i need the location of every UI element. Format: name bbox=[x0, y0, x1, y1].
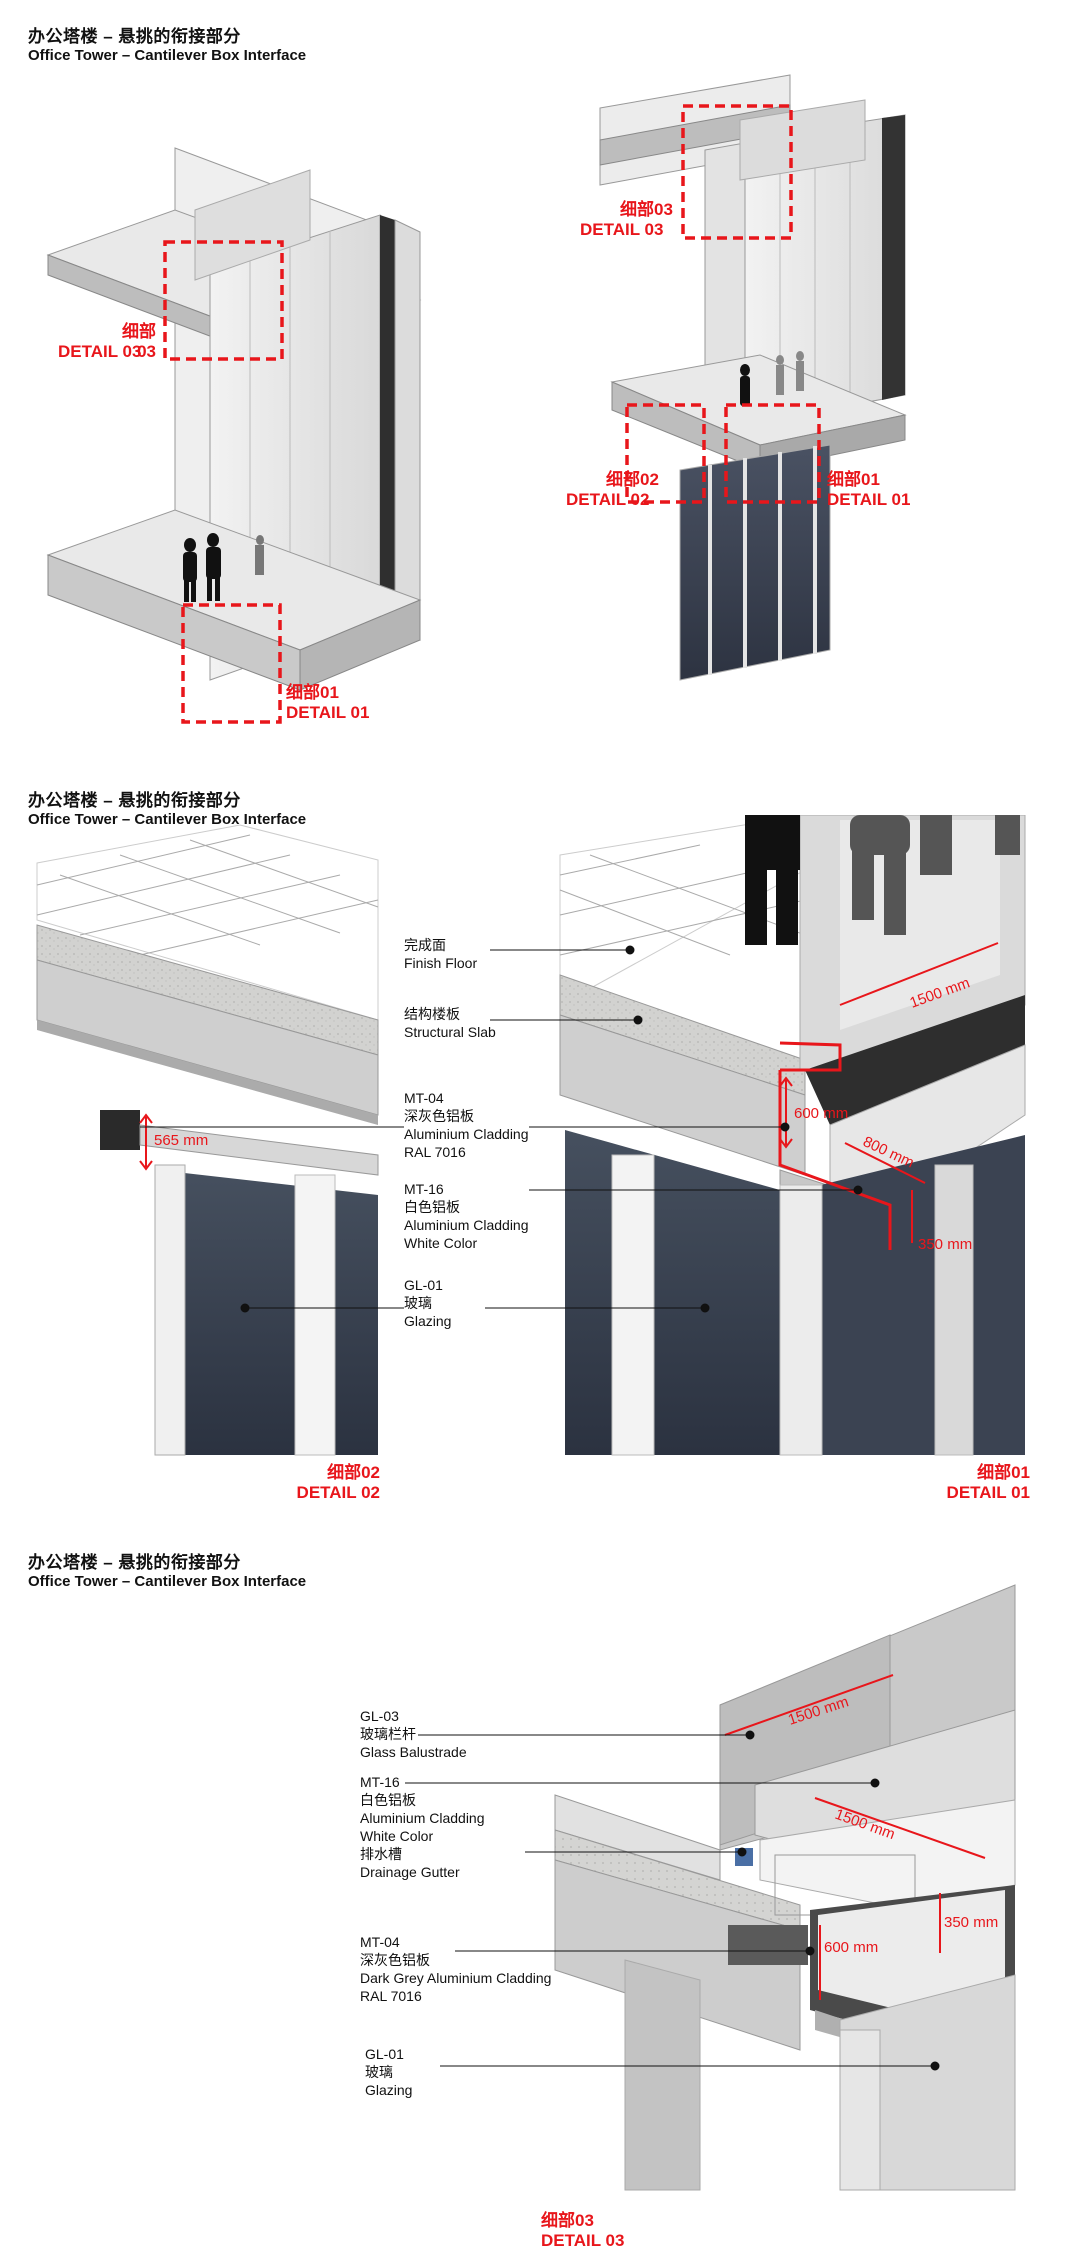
callout-detail-03-right-en: DETAIL 03 bbox=[580, 220, 664, 239]
callout-detail-01-right: 细部01 DETAIL 01 bbox=[827, 470, 911, 509]
section-title-cn: 办公塔楼 – 悬挑的衔接部分 bbox=[28, 791, 241, 810]
dim-800-line bbox=[844, 1142, 926, 1184]
section-title-cn: 办公塔楼 – 悬挑的衔接部分 bbox=[28, 27, 241, 46]
section-1-header: 办公塔楼 – 悬挑的衔接部分 Office Tower – Cantilever… bbox=[28, 22, 306, 64]
dim-600-3: 600 mm bbox=[824, 1939, 878, 1956]
right-tower-axonometric bbox=[599, 74, 907, 681]
detail-01-02-drawings: 565 mm 600 mm 1500 mm bbox=[36, 815, 1026, 1456]
detail-01-drawing bbox=[559, 815, 1026, 1456]
detail-03-drawing: 1500 mm 1500 mm 350 mm 600 mm bbox=[405, 1584, 1016, 2191]
dim-350-3: 350 mm bbox=[944, 1914, 998, 1931]
dim-1500-a-line bbox=[724, 1674, 894, 1736]
detail-02-marker-right bbox=[625, 403, 706, 504]
overview-axonometric-drawings bbox=[46, 74, 907, 724]
callout-detail-01-left: 细部01 DETAIL 01 bbox=[286, 683, 370, 722]
callout-detail-03-left-en: DETAIL 03 bbox=[58, 342, 142, 361]
detail-03-marker-right bbox=[681, 104, 793, 240]
dim-350: 350 mm bbox=[918, 1236, 972, 1253]
section-title-cn: 办公塔楼 – 悬挑的衔接部分 bbox=[28, 1553, 241, 1572]
detail-03-marker-left bbox=[163, 240, 284, 361]
left-tower-axonometric bbox=[46, 147, 422, 691]
section-2-header: 办公塔楼 – 悬挑的衔接部分 Office Tower – Cantilever… bbox=[28, 786, 306, 828]
detail-02-drawing bbox=[36, 824, 379, 1456]
section-3-header: 办公塔楼 – 悬挑的衔接部分 Office Tower – Cantilever… bbox=[28, 1548, 306, 1590]
section-title-en: Office Tower – Cantilever Box Interface bbox=[28, 811, 307, 828]
section-title-en: Office Tower – Cantilever Box Interface bbox=[28, 47, 307, 64]
callout-detail-03-right: 细部03 bbox=[620, 200, 673, 219]
dim-1500-b-line bbox=[814, 1797, 986, 1859]
detail-01-marker-left bbox=[181, 603, 282, 724]
people-silhouettes bbox=[183, 533, 221, 602]
callout-detail-03-left: 细部03 bbox=[122, 322, 156, 361]
section3-leaders bbox=[405, 1730, 940, 2071]
callout-detail-02-right: 细部02 DETAIL 02 bbox=[566, 470, 659, 509]
dim-1500-line bbox=[839, 942, 999, 1006]
dim-600: 600 mm bbox=[794, 1105, 848, 1122]
section-title-en: Office Tower – Cantilever Box Interface bbox=[28, 1573, 307, 1590]
dim-565: 565 mm bbox=[154, 1132, 208, 1149]
cladding-outline bbox=[778, 1041, 892, 1250]
